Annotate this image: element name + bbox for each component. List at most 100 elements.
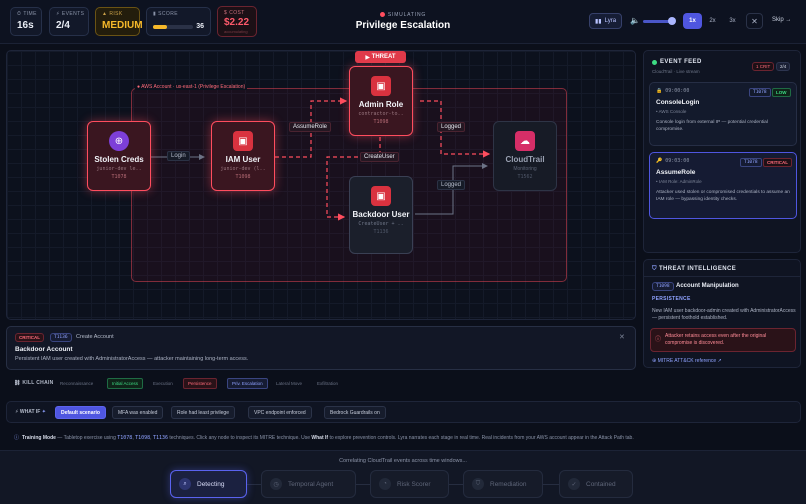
- training-text: Training Mode — Tabletop exercise using …: [22, 434, 634, 441]
- pipeline-step-risk-scorer[interactable]: ◔Risk Scorer: [370, 470, 449, 498]
- node-iam-user[interactable]: ▣ IAM User junior-dev (l.. T1098: [211, 121, 275, 191]
- lightning-icon: ⚡: [56, 11, 60, 17]
- volume-slider-handle[interactable]: [668, 17, 676, 25]
- alert-icon: ⓘ: [655, 337, 662, 343]
- node-technique: T1098: [373, 119, 389, 125]
- kill-chain-stage[interactable]: Execution: [153, 381, 173, 386]
- intel-technique-tag: T1098: [652, 282, 674, 291]
- gauge-icon: ◔: [379, 478, 391, 490]
- cloud-icon: ☁: [515, 131, 535, 151]
- node-sub: Monitoring: [513, 166, 537, 172]
- pipeline-bar: Correlating CloudTrail events across tim…: [0, 450, 806, 504]
- pipeline-step-contained[interactable]: ✓Contained: [559, 470, 633, 498]
- event-name: AssumeRole: [656, 169, 696, 176]
- what-if-guardrails[interactable]: Bedrock Guardrails on: [324, 406, 386, 419]
- events-stat: ⚡EVENTS 2/4: [49, 7, 89, 36]
- speed-2x-button[interactable]: 2x: [709, 18, 716, 24]
- chain-icon: ⛓: [14, 380, 23, 386]
- what-if-default[interactable]: Default scenario: [55, 406, 106, 419]
- pipeline-connector: [543, 484, 559, 485]
- lock-icon: 🔒: [656, 88, 666, 94]
- recording-dot-icon: [379, 12, 385, 18]
- event-severity-tag: LOW: [772, 88, 791, 97]
- score-value: 36: [196, 23, 204, 30]
- clock-icon: ⏱: [17, 11, 22, 17]
- event-name: ConsoleLogin: [656, 99, 700, 106]
- what-if-label: ⚡ WHAT IF ✦: [15, 409, 46, 415]
- event-count-badge: 2/4: [776, 62, 791, 71]
- node-cloudtrail[interactable]: ☁ CloudTrail Monitoring T1562: [493, 121, 557, 191]
- volume-slider[interactable]: [643, 20, 673, 23]
- kill-chain-stage-active[interactable]: Priv. Escalation: [227, 378, 268, 389]
- event-card-selected[interactable]: 🔑 09:03:00 T1078 CRITICAL AssumeRole • I…: [649, 152, 797, 219]
- edge-createuser: [326, 137, 381, 221]
- time-value: 16s: [17, 20, 34, 31]
- kill-chain-stage[interactable]: Exfiltration: [317, 381, 339, 386]
- what-if-least-privilege[interactable]: Role had least privilege: [171, 406, 235, 419]
- node-technique: T1098: [235, 174, 251, 180]
- event-severity-tag: CRITICAL: [763, 158, 792, 167]
- kill-chain-stage-active[interactable]: Persistence: [183, 378, 217, 389]
- pipeline-step-remediation[interactable]: ⛉Remediation: [463, 470, 543, 498]
- node-technique: T1078: [111, 174, 127, 180]
- speed-3x-button[interactable]: 3x: [729, 18, 736, 24]
- kill-chain-stage[interactable]: Lateral Move: [276, 381, 303, 386]
- pipeline-step-detecting[interactable]: ⌕Detecting: [170, 470, 247, 498]
- kill-chain-stage-active[interactable]: Initial Access: [107, 378, 144, 389]
- edge-label-assumerole: AssumeRole: [289, 122, 332, 132]
- node-admin-role[interactable]: ▣ Admin Role contractor-to.. T1098: [349, 66, 413, 136]
- warning-icon: ▲: [102, 11, 108, 17]
- shield-icon: ⛉: [472, 478, 484, 490]
- pipeline-connector: [449, 484, 463, 485]
- incident-title: Backdoor Account: [15, 346, 73, 353]
- info-icon: ⓘ: [14, 435, 20, 441]
- iam-icon: ▣: [233, 131, 253, 151]
- live-dot-icon: [652, 59, 657, 65]
- threat-intel-panel: ⛉ THREAT INTELLIGENCE T1098 Account Mani…: [643, 259, 801, 368]
- training-label: Training Mode: [22, 434, 56, 441]
- edge-label-createuser: CreateUser: [360, 152, 399, 162]
- lyra-label: Lyra: [604, 18, 617, 24]
- what-if-vpc-endpoint[interactable]: VPC endpoint enforced: [248, 406, 312, 419]
- threat-intel-title: ⛉ THREAT INTELLIGENCE: [652, 266, 737, 272]
- event-feed-title: EVENT FEED: [652, 59, 702, 65]
- attack-graph-canvas: ● AWS Account · us-east-1 (Privilege Esc…: [6, 50, 636, 320]
- globe-icon: ⊕: [652, 358, 658, 364]
- incident-banner: CRITICAL T1136 Create Account Backdoor A…: [6, 326, 636, 370]
- divider: [644, 276, 800, 277]
- close-icon[interactable]: ✕: [619, 334, 625, 341]
- volume-icon[interactable]: 🔈: [630, 16, 640, 25]
- event-time: 🔒 09:00:00: [656, 88, 690, 94]
- cost-sub: accumulating: [224, 29, 248, 34]
- event-feed-subtitle: CloudTrail · Live stream: [652, 69, 700, 74]
- event-meta: • AWS Console: [656, 109, 687, 114]
- score-bar: [153, 25, 193, 29]
- lyra-button[interactable]: ▮▮Lyra: [589, 13, 622, 29]
- node-backdoor-user[interactable]: ▣ Backdoor User CreateUser + .. T1136: [349, 176, 413, 254]
- chart-icon: ▮: [153, 11, 157, 17]
- mitre-link[interactable]: ⊕ MITRE ATT&CK reference ↗: [652, 358, 722, 364]
- node-stolen-creds[interactable]: ⊕ Stolen Creds junior-dev le.. T1078: [87, 121, 151, 191]
- simulation-status: SIMULATING: [0, 12, 806, 18]
- pipeline-step-temporal-agent[interactable]: ◷Temporal Agent: [261, 470, 356, 498]
- edge-label-logged: Logged: [437, 122, 466, 132]
- incident-severity-tag: CRITICAL: [15, 333, 44, 342]
- event-card[interactable]: 🔒 09:00:00 T1078 LOW ConsoleLogin • AWS …: [649, 82, 797, 146]
- time-stat: ⏱TIME 16s: [10, 7, 42, 36]
- score-bar-fill: [153, 25, 168, 29]
- node-technique: T1136: [373, 229, 389, 235]
- lightning-icon: ⚡: [15, 409, 20, 415]
- cost-stat: $COST $2.22 accumulating: [217, 6, 257, 37]
- edge-label-logged: Logged: [437, 180, 466, 190]
- event-desc: Attacker used stolen or compromised cred…: [656, 190, 790, 202]
- kill-chain: ⛓ KILL CHAIN Reconnaissance Initial Acce…: [6, 376, 636, 392]
- score-stat: ▮SCORE 36: [146, 7, 211, 36]
- skip-button[interactable]: Skip →: [772, 17, 792, 23]
- intel-technique-name: Account Manipulation: [676, 283, 739, 289]
- globe-icon: ⊕: [109, 131, 129, 151]
- kill-chain-label: ⛓ KILL CHAIN: [14, 380, 54, 386]
- speed-1x-button[interactable]: 1x: [683, 13, 702, 29]
- close-icon[interactable]: ✕: [746, 13, 763, 29]
- what-if-mfa[interactable]: MFA was enabled: [112, 406, 164, 419]
- kill-chain-stage[interactable]: Reconnaissance: [60, 381, 94, 386]
